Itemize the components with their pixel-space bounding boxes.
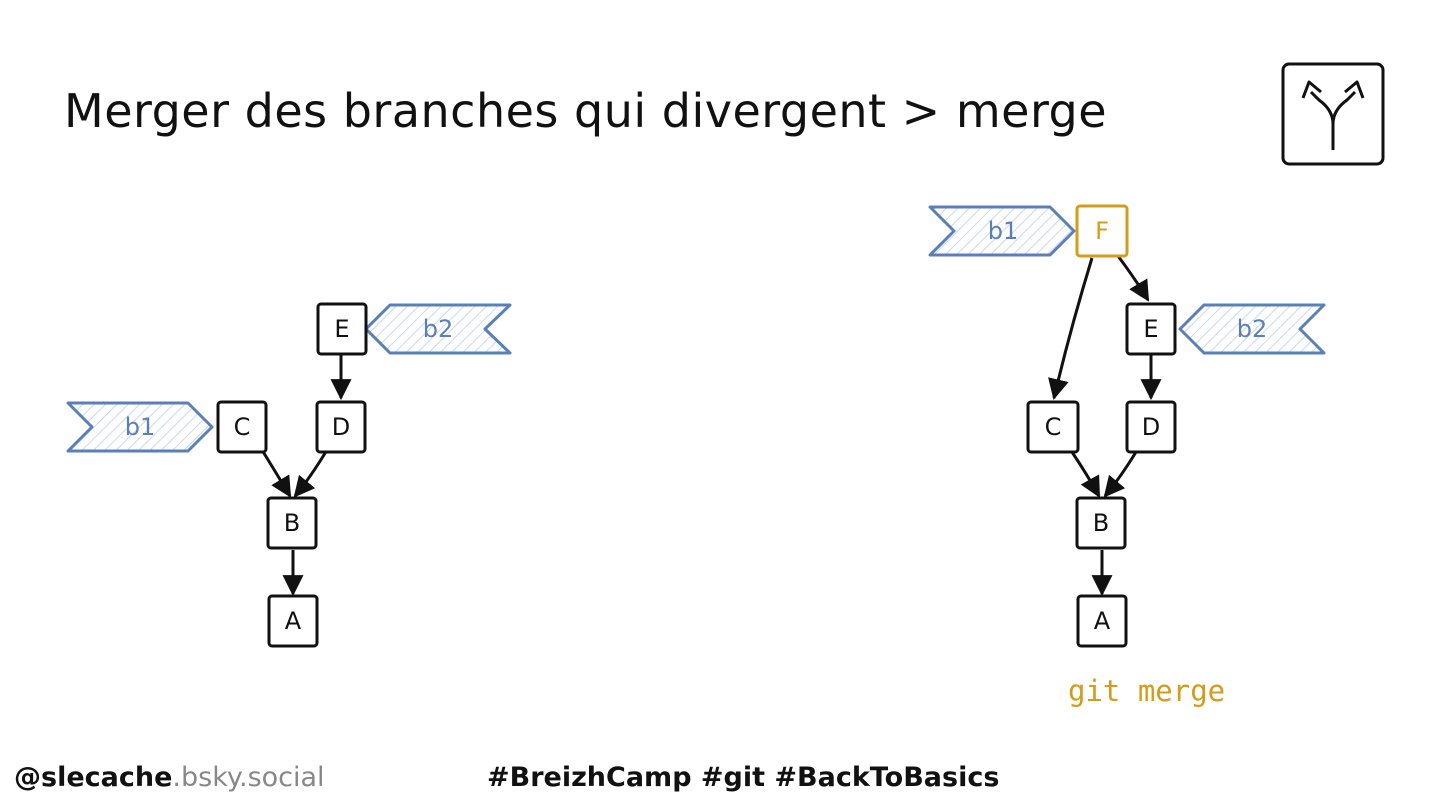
commit-E: E [1125, 302, 1177, 356]
slide-title: Merger des branches qui divergent > merg… [64, 84, 1108, 138]
commit-E: E [316, 302, 368, 356]
commit-F-merge: F [1075, 204, 1129, 258]
commit-D: D [315, 400, 367, 454]
svg-text:E: E [334, 315, 349, 343]
edge-C-B [260, 449, 292, 498]
commit-A: A [267, 594, 319, 648]
commit-B: B [1075, 496, 1127, 550]
edge-F-C [1048, 257, 1094, 401]
commit-A: A [1076, 594, 1128, 648]
svg-text:B: B [284, 509, 300, 537]
commit-C: C [216, 400, 268, 454]
edge-C-B [1070, 451, 1101, 498]
hashtags: #BreizhCamp #git #BackToBasics [487, 762, 1000, 793]
branch-label-b2: b2 [423, 315, 454, 343]
branch-label-b1: b1 [125, 413, 156, 441]
branch-tag-b1: b1 [66, 401, 214, 453]
svg-text:B: B [1093, 509, 1109, 537]
edge-D-B [1103, 451, 1138, 498]
before-graph: b2 b1 E C D B A [66, 302, 512, 648]
handle-user: @slecache [14, 762, 173, 793]
branch-label-b1: b1 [988, 217, 1019, 245]
commit-D: D [1125, 400, 1177, 454]
branch-label-b2: b2 [1237, 315, 1268, 343]
author-handle: @slecache.bsky.social [14, 762, 325, 793]
svg-text:C: C [1045, 413, 1062, 441]
svg-text:A: A [285, 607, 302, 635]
commit-B: B [266, 496, 318, 550]
branch-tag-b2: b2 [364, 303, 512, 355]
svg-text:E: E [1143, 315, 1158, 343]
git-merge-command: git merge [1068, 674, 1226, 708]
commit-C: C [1026, 400, 1080, 454]
after-graph: b1 b2 F E C D B A [928, 204, 1326, 648]
svg-text:C: C [234, 413, 251, 441]
branch-tag-b1: b1 [928, 205, 1076, 257]
svg-text:D: D [332, 413, 350, 441]
branch-merge-icon [1281, 62, 1385, 166]
svg-text:F: F [1095, 217, 1109, 245]
svg-text:D: D [1142, 413, 1160, 441]
branch-tag-b2: b2 [1178, 303, 1326, 355]
edge-F-E [1116, 255, 1150, 302]
handle-domain: .bsky.social [172, 762, 325, 793]
svg-text:A: A [1094, 607, 1111, 635]
edge-D-B [293, 449, 329, 498]
